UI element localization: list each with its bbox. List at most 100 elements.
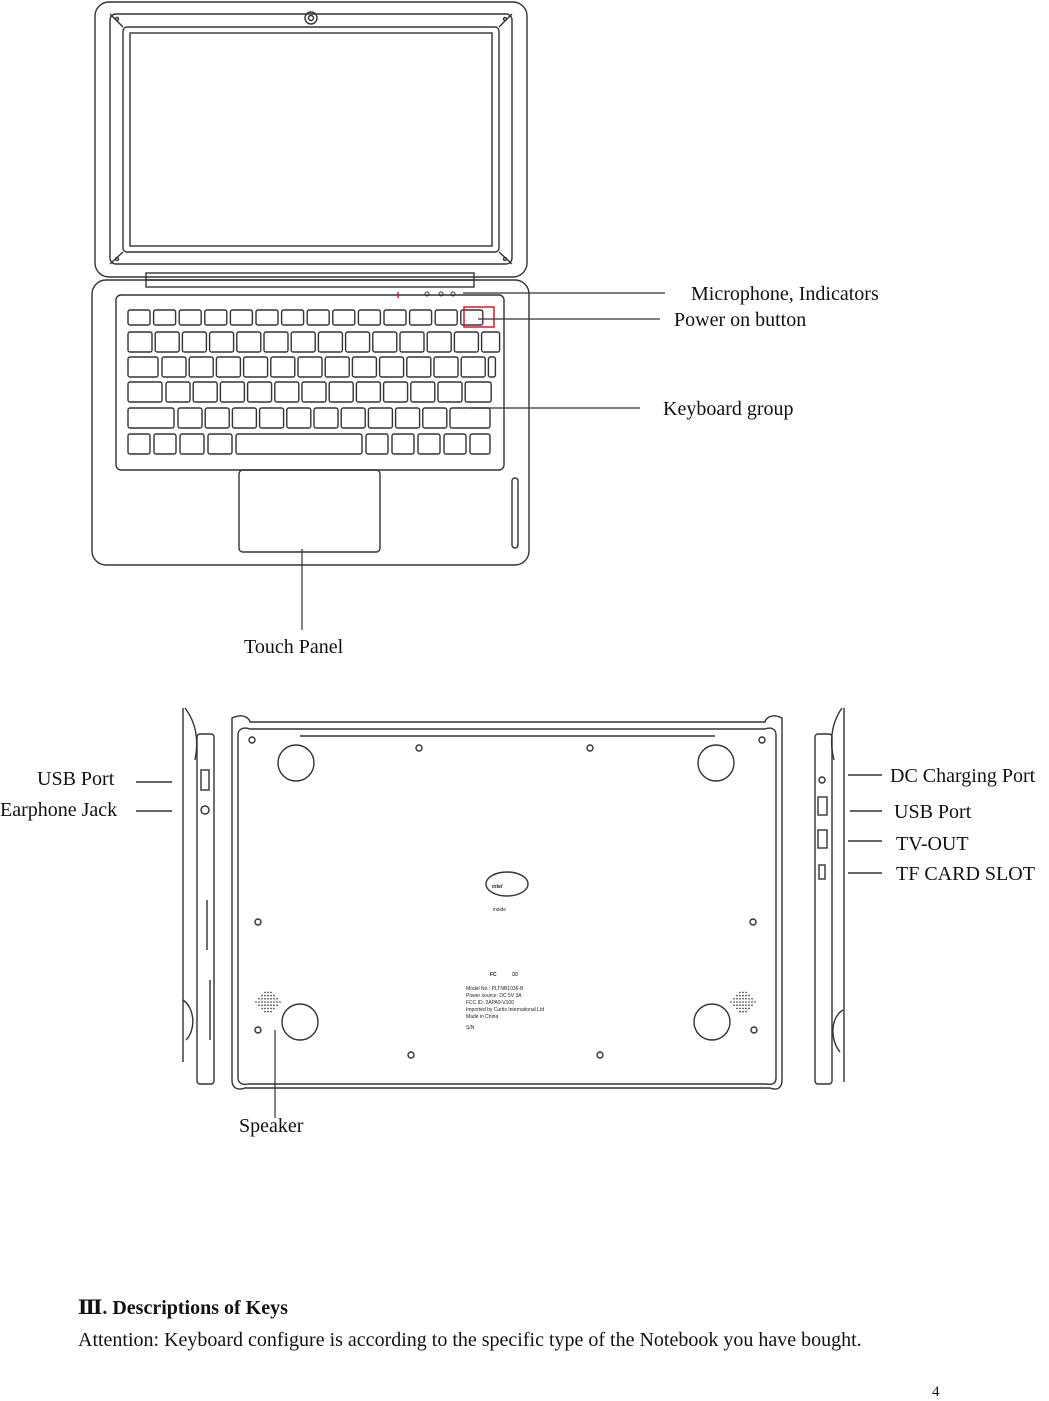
keyboard-key <box>464 381 492 403</box>
speaker-hole <box>742 1004 744 1006</box>
import-line: Imported by Curtis International Ltd <box>466 1007 544 1013</box>
laptop-bottom-panel <box>231 715 783 1090</box>
keyboard-key <box>313 407 339 429</box>
intel-inside-text: inside <box>493 907 506 913</box>
keyboard-key <box>263 331 289 353</box>
keyboard-key <box>235 433 363 455</box>
keyboard-key <box>443 433 467 455</box>
keyboard-key <box>215 356 242 378</box>
keyboard-key <box>344 331 371 353</box>
keyboard-key <box>152 309 177 326</box>
speaker-hole <box>739 1010 741 1013</box>
speaker-hole <box>261 994 263 997</box>
speaker-hole <box>736 1001 738 1003</box>
speaker-hole <box>748 994 750 997</box>
speaker-hole <box>742 994 744 997</box>
speaker-hole <box>730 1001 732 1003</box>
label-power-on-button: Power on button <box>674 309 807 331</box>
right-side-view <box>814 707 845 1085</box>
keyboard-key <box>242 356 269 378</box>
section-title-text: . Descriptions of Keys <box>102 1297 288 1319</box>
keyboard-key <box>127 433 151 455</box>
speaker-hole <box>742 991 744 994</box>
speaker-hole <box>733 1004 735 1006</box>
keyboard-key <box>367 407 394 429</box>
section-numeral: Ⅲ <box>78 1297 103 1319</box>
speaker-hole <box>264 994 266 997</box>
speaker-hole <box>736 1004 738 1006</box>
keyboard-key <box>188 356 214 378</box>
label-speaker: Speaker <box>239 1115 304 1137</box>
keyboard-key <box>179 433 205 455</box>
speaker-hole <box>270 994 272 997</box>
keyboard-key <box>286 407 312 429</box>
speaker-hole <box>751 1004 753 1006</box>
speaker-hole <box>261 1007 263 1010</box>
keyboard-key <box>192 381 218 403</box>
keyboard-key <box>306 309 330 326</box>
power-line: Power source: DC 5V 3A <box>466 993 522 999</box>
keyboard-key <box>246 381 273 403</box>
speaker-hole <box>733 1001 735 1003</box>
keyboard-key <box>378 356 405 378</box>
keyboard-key <box>208 331 235 353</box>
keyboard-key <box>204 309 228 326</box>
model-line: Model No.: PLTNB1036-B <box>466 986 524 992</box>
label-earphone-jack: Earphone Jack <box>0 799 118 821</box>
speaker-hole <box>279 1001 281 1003</box>
keyboard-key <box>161 356 187 378</box>
keyboard-key <box>433 356 459 378</box>
speaker-hole <box>745 1007 747 1010</box>
intel-logo <box>485 871 529 897</box>
keyboard-keys <box>127 309 501 455</box>
sn-line: S/N <box>466 1025 475 1031</box>
keyboard-key <box>270 356 296 378</box>
label-touch-panel: Touch Panel <box>244 636 344 658</box>
speaker-hole <box>267 1004 269 1006</box>
keyboard-key <box>154 331 180 353</box>
speaker-hole <box>739 991 741 994</box>
keyboard-key <box>301 381 327 403</box>
speaker-hole <box>273 1001 275 1003</box>
keyboard-key <box>127 356 159 378</box>
speaker-hole <box>258 1001 260 1003</box>
speaker-hole <box>276 998 278 1000</box>
keyboard-key <box>460 356 486 378</box>
keyboard-key <box>410 381 436 403</box>
keyboard-key <box>460 309 484 326</box>
keyboard-key <box>219 381 246 403</box>
keyboard-key <box>357 309 382 326</box>
speaker-hole <box>739 1004 741 1006</box>
speaker-hole <box>264 1004 266 1006</box>
speaker-hole <box>264 998 266 1000</box>
keyboard-key <box>231 407 258 429</box>
speaker-hole <box>264 1007 266 1010</box>
speaker-hole <box>751 1001 753 1003</box>
speaker-hole <box>267 998 269 1000</box>
speaker-hole <box>739 994 741 997</box>
keyboard-key <box>365 433 389 455</box>
keyboard-key <box>317 331 344 353</box>
speaker-hole <box>739 1007 741 1010</box>
speaker-hole <box>745 994 747 997</box>
speaker-hole <box>745 991 747 994</box>
speaker-hole <box>754 1001 756 1003</box>
keyboard-key <box>328 381 354 403</box>
keyboard-key <box>437 381 463 403</box>
speaker-hole <box>733 998 735 1000</box>
speaker-hole <box>267 1001 269 1003</box>
indicator-icons <box>424 291 456 297</box>
keyboard-key <box>426 331 452 353</box>
attention-note: Attention: Keyboard configure is accordi… <box>78 1329 862 1351</box>
keyboard-key <box>127 407 175 429</box>
keyboard-key <box>394 407 421 429</box>
speaker-hole <box>267 1007 269 1010</box>
keyboard-key <box>469 433 491 455</box>
touch-panel <box>238 469 381 553</box>
leader-lines-left <box>136 781 172 812</box>
section-heading: Ⅲ. Descriptions of Keys <box>78 1295 288 1320</box>
speaker-hole <box>273 1007 275 1010</box>
keyboard-key <box>229 309 254 326</box>
speaker-hole <box>745 1010 747 1013</box>
